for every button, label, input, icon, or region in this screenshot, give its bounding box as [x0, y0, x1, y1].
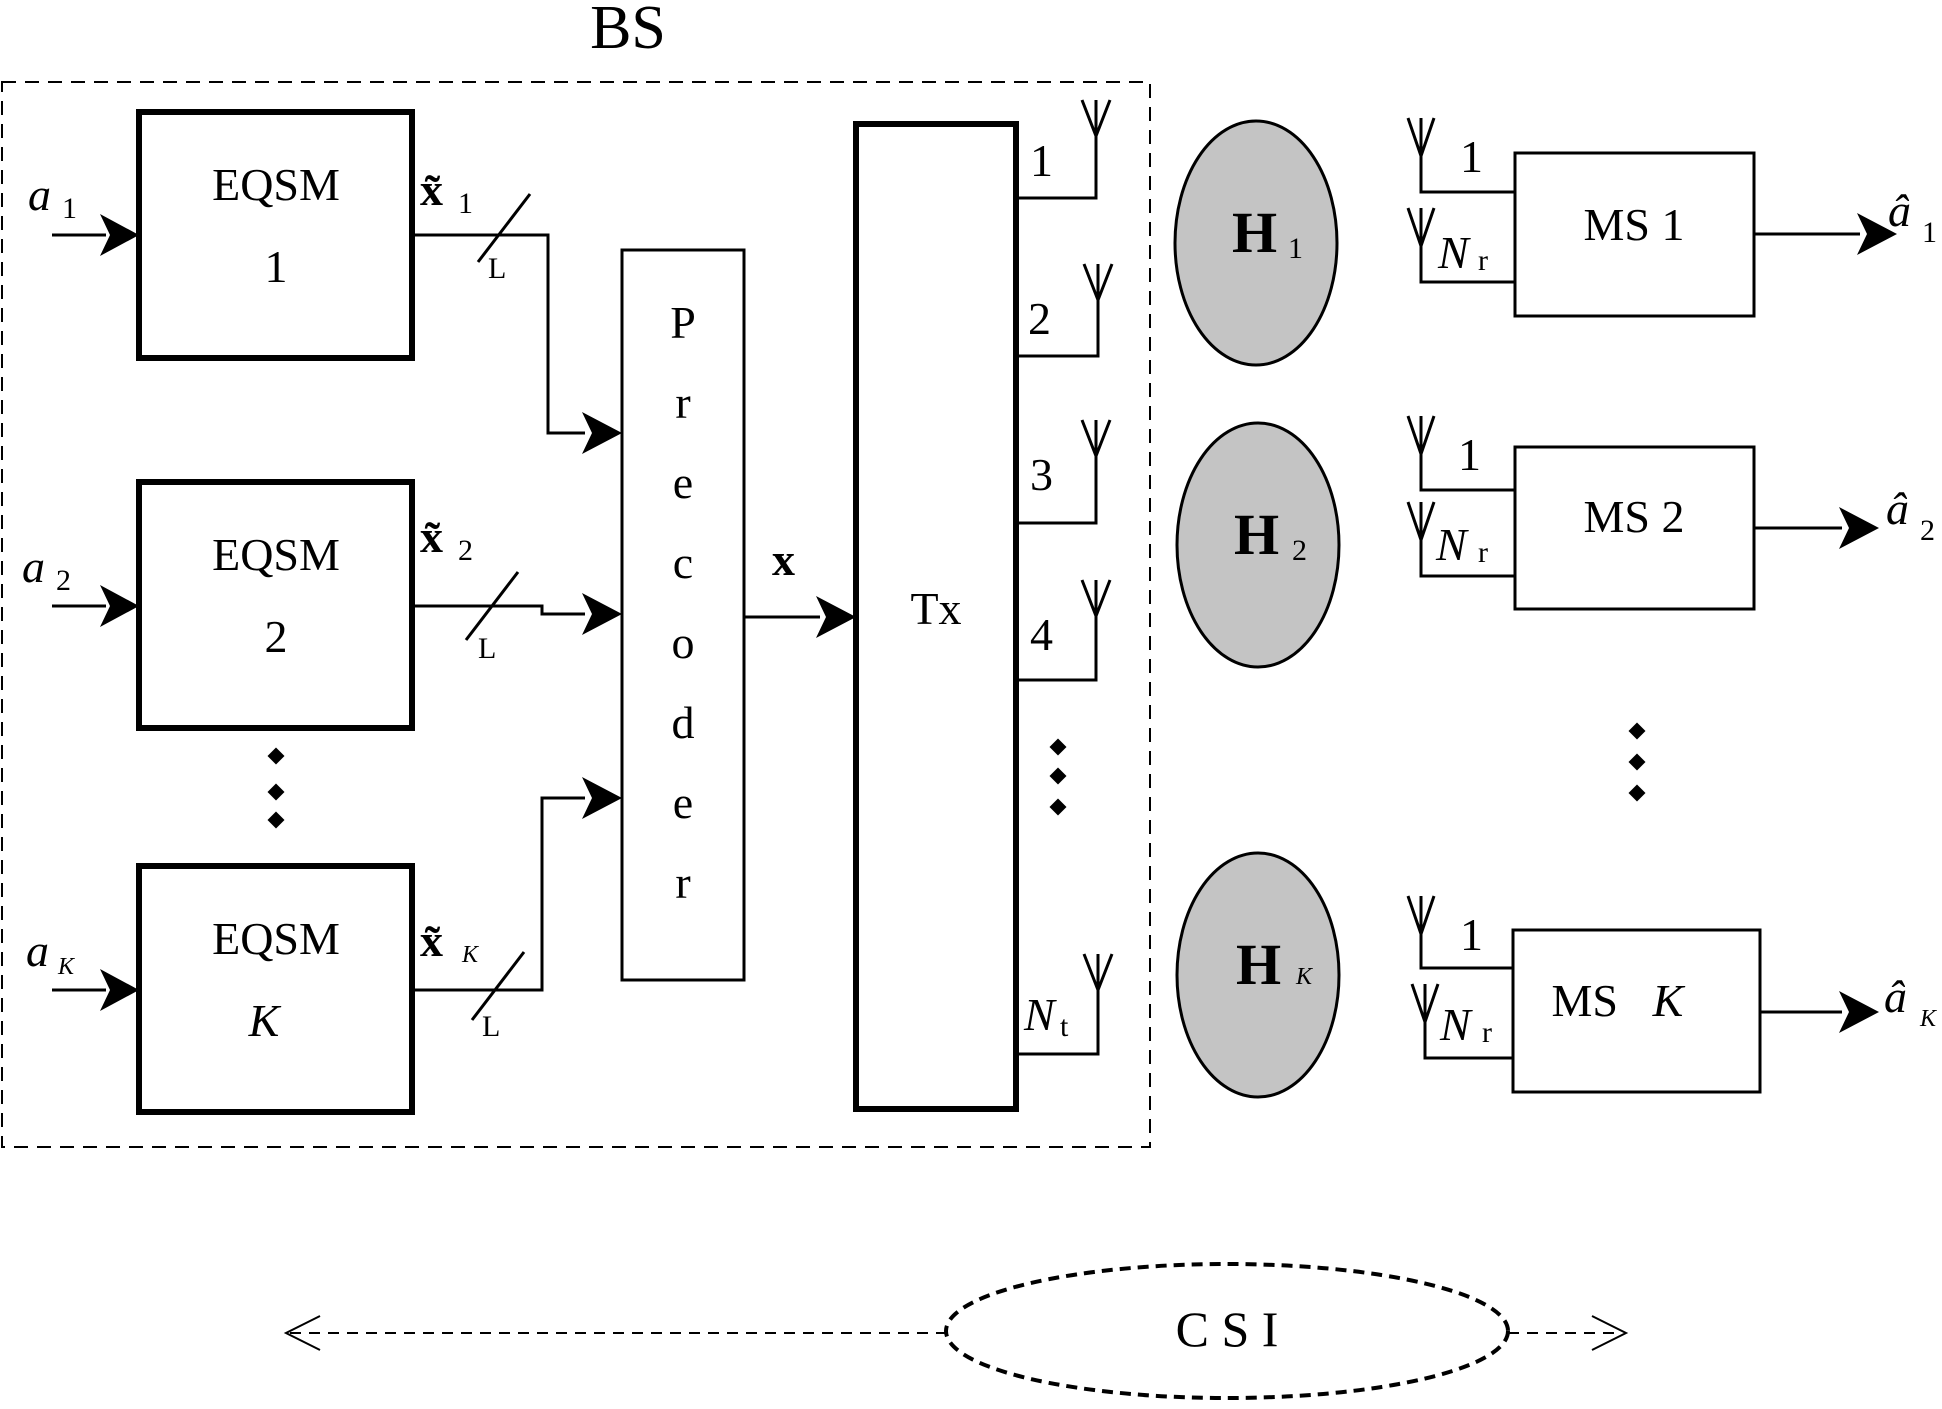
- output-x2: x̃ 2 L: [412, 511, 622, 665]
- tx-antenna-nt: N t: [1016, 953, 1114, 1056]
- ms-1-output-symbol: â: [1888, 185, 1911, 236]
- ms-k-label-italic: K: [1652, 975, 1686, 1026]
- tx-antenna-ellipsis: [1049, 738, 1067, 816]
- ms-k-ant2-label: N: [1439, 999, 1473, 1050]
- precoder-block: P r e c o d e r: [620, 248, 746, 982]
- input-a1: a 1: [28, 169, 139, 256]
- input-ak: a K: [26, 925, 139, 1011]
- tx-antenna-3-label: 3: [1030, 449, 1053, 500]
- tx-antenna-4: 4: [1016, 579, 1112, 682]
- eqsm-block-1: EQSM 1: [136, 109, 415, 361]
- ms-1-ant1-label: 1: [1460, 131, 1483, 182]
- ms-1: MS 1 1 N r â 1: [1406, 117, 1937, 318]
- output-x2-symbol: x̃: [420, 511, 443, 562]
- input-a1-sub: 1: [62, 192, 77, 225]
- tx-label: Tx: [910, 583, 961, 634]
- ms-1-output-sub: 1: [1922, 216, 1937, 249]
- output-xk-sub: K: [461, 942, 480, 968]
- precoder-output-label: x: [772, 534, 795, 585]
- tx-block: Tx: [853, 121, 1019, 1112]
- precoder-output-x: x: [744, 534, 856, 638]
- bus-width-2: L: [478, 632, 496, 665]
- precoder-letter-5: o: [672, 617, 695, 668]
- eqsm-k-name: EQSM: [212, 913, 340, 964]
- input-a1-symbol: a: [28, 169, 51, 220]
- ms-2-ant2-label: N: [1435, 519, 1469, 570]
- precoder-letter-2: r: [675, 377, 690, 428]
- eqsm-block-k: EQSM K: [136, 863, 415, 1115]
- precoder-letter-4: c: [673, 537, 693, 588]
- output-x1: x̃ 1 L: [412, 164, 622, 454]
- tx-antenna-1: 1: [1016, 99, 1112, 200]
- eqsm-2-index: 2: [265, 611, 288, 662]
- tx-antenna-3: 3: [1016, 419, 1112, 525]
- ms-1-ant2-label: N: [1437, 227, 1471, 278]
- csi-label: C S I: [1176, 1301, 1279, 1357]
- precoder-letter-6: d: [672, 697, 695, 748]
- input-ak-symbol: a: [26, 925, 49, 976]
- output-xk: x̃ K L: [412, 777, 622, 1043]
- ms-k-ant1-label: 1: [1460, 909, 1483, 960]
- ms-ellipsis: [1628, 722, 1646, 802]
- bus-width-1: L: [488, 252, 506, 285]
- ms-1-label: MS 1: [1584, 199, 1685, 250]
- precoder-letter-3: e: [673, 457, 693, 508]
- bs-boundary: [1, 81, 1151, 1148]
- ms-2-output-sub: 2: [1920, 514, 1935, 547]
- csi-feedback: C S I: [283, 1262, 1629, 1400]
- tx-antenna-1-label: 1: [1030, 135, 1053, 186]
- ms-2-ant1-label: 1: [1458, 429, 1481, 480]
- ms-2-label: MS 2: [1584, 491, 1685, 542]
- precoder-letter-7: e: [673, 777, 693, 828]
- channel-hk-sub: K: [1295, 964, 1314, 990]
- tx-antenna-4-label: 4: [1030, 609, 1053, 660]
- output-xk-symbol: x̃: [420, 915, 443, 966]
- eqsm-k-index: K: [248, 995, 282, 1046]
- input-a2-sub: 2: [56, 564, 71, 597]
- channel-hk-label: H: [1236, 932, 1281, 997]
- output-x1-symbol: x̃: [420, 164, 443, 215]
- tx-antenna-nt-sub: t: [1060, 1010, 1069, 1043]
- ms-k-output-symbol: â: [1884, 971, 1907, 1022]
- channel-h2-label: H: [1234, 502, 1279, 567]
- precoder-letter-1: P: [670, 297, 696, 348]
- eqsm-ellipsis: [267, 747, 285, 829]
- ms-k-label: MS: [1552, 975, 1618, 1026]
- eqsm-1-index: 1: [265, 241, 288, 292]
- output-x1-sub: 1: [458, 187, 473, 220]
- tx-antenna-nt-label: N: [1023, 989, 1057, 1040]
- ms-1-ant2-sub: r: [1478, 244, 1488, 277]
- ms-k-ant2-sub: r: [1482, 1016, 1492, 1049]
- channel-h2-sub: 2: [1292, 534, 1307, 567]
- channel-h1: H 1: [1173, 119, 1339, 367]
- ms-2: MS 2 1 N r â 2: [1406, 415, 1935, 611]
- bs-label: BS: [590, 0, 666, 62]
- input-ak-sub: K: [57, 954, 76, 980]
- eqsm-1-name: EQSM: [212, 159, 340, 210]
- tx-antenna-2: 2: [1016, 263, 1114, 358]
- eqsm-2-name: EQSM: [212, 529, 340, 580]
- input-a2: a 2: [22, 541, 139, 627]
- ms-k: MS K 1 N r â K: [1406, 895, 1938, 1094]
- ms-2-ant2-sub: r: [1478, 536, 1488, 569]
- ms-2-output-symbol: â: [1886, 483, 1909, 534]
- tx-antenna-2-label: 2: [1028, 293, 1051, 344]
- channel-h1-label: H: [1232, 200, 1277, 265]
- input-a2-symbol: a: [22, 541, 45, 592]
- output-x2-sub: 2: [458, 534, 473, 567]
- channel-hk: H K: [1175, 851, 1341, 1099]
- precoder-letter-8: r: [675, 857, 690, 908]
- channel-h2: H 2: [1175, 421, 1341, 669]
- bus-width-k: L: [482, 1010, 500, 1043]
- channel-h1-sub: 1: [1288, 232, 1303, 265]
- eqsm-block-2: EQSM 2: [136, 479, 415, 731]
- ms-k-output-sub: K: [1919, 1006, 1938, 1032]
